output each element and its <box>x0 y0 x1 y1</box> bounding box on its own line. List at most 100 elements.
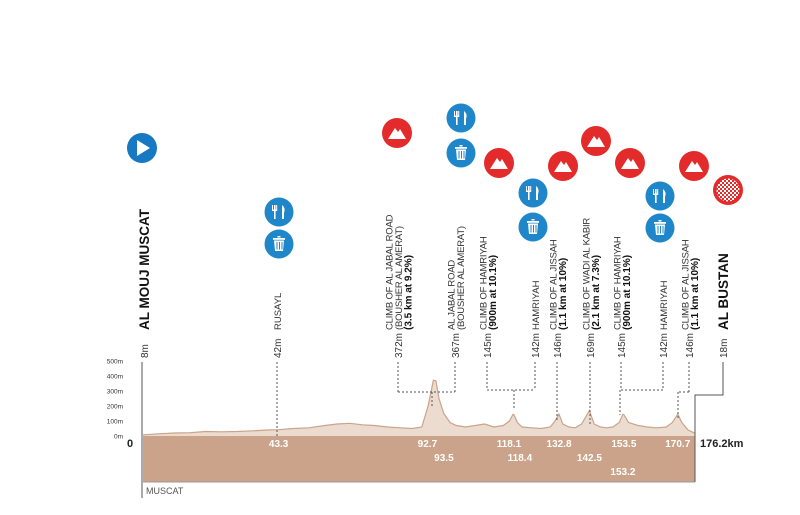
bin-stripe <box>458 151 460 159</box>
waypoint-name: CLIMB OF AL JISSAH <box>548 239 559 330</box>
climb-icon-mountain <box>388 128 406 139</box>
waypoint-altitude: 367m <box>451 333 462 358</box>
waypoint-name: AL MOUJ MUSCAT <box>137 208 152 330</box>
terrain-base <box>143 436 695 482</box>
climb-icon <box>484 148 514 178</box>
waypoint-altitude: 145m <box>483 333 494 358</box>
bin-stripe <box>535 225 537 233</box>
distance-marker: 142.5 <box>577 453 602 464</box>
waypoint-altitude: 146m <box>685 333 696 358</box>
altitude-tick-label: 400m <box>107 374 123 381</box>
bin-stripe <box>276 242 278 250</box>
finish-icon-checker <box>716 178 740 202</box>
distance-zero: 0 <box>127 438 133 450</box>
waypoint-detail: (1.1 km at 10%) <box>690 258 701 330</box>
waypoint-altitude: 142m <box>531 333 542 358</box>
feed-icon <box>446 103 476 133</box>
waypoint-label-rusayl: 42m RUSAYL <box>273 293 284 358</box>
fork-bridge <box>526 190 532 192</box>
feed-icon-circle <box>264 197 294 227</box>
bin-stripe <box>461 151 462 159</box>
fork-tine <box>276 205 278 210</box>
fork-tine <box>458 111 460 116</box>
climb-icon <box>615 148 645 178</box>
bin-stripe <box>533 225 534 233</box>
feed-icon <box>518 178 548 208</box>
climb-icon-mountain <box>685 161 703 172</box>
elevation-line <box>142 379 696 436</box>
climb-icon-mountain <box>490 158 508 169</box>
waypoint-name: (BOUSHER AL AMERAT) <box>394 226 405 330</box>
waypoint-altitude: 372m <box>394 333 405 358</box>
altitude-tick-label: 300m <box>107 389 123 396</box>
altitude-tick-label: 500m <box>107 359 123 366</box>
bin-handle <box>277 236 281 238</box>
total-distance: 176.2km <box>700 438 744 450</box>
fork-handle <box>456 111 458 125</box>
waypoint-name: CLIMB OF AL JABAL ROAD <box>385 214 396 330</box>
fork-handle <box>528 186 530 200</box>
bin-stripe <box>281 242 283 250</box>
waypoint-label-climb1: 372m CLIMB OF AL JABAL ROAD(BOUSHER AL AM… <box>385 214 415 358</box>
bin-handle <box>531 219 535 221</box>
altitude-tick-label: 100m <box>107 419 123 426</box>
distance-marker: 153.5 <box>611 439 636 450</box>
bin-stripe <box>279 242 280 250</box>
fork-tine <box>653 189 654 194</box>
waypoint-label-climb6: 146m CLIMB OF AL JISSAH(1.1 km at 10%) <box>680 239 701 358</box>
fork-tine <box>530 186 532 191</box>
waypoint-detail: (900m at 10.1%) <box>622 255 633 330</box>
fork-tine <box>526 186 527 191</box>
climb-icon <box>581 126 611 156</box>
waypoint-altitude: 146m <box>553 333 564 358</box>
bin-lid <box>273 238 285 240</box>
waypoint-altitude: 8m <box>140 344 151 358</box>
bin-lid <box>455 147 467 149</box>
distance-marker: 43.3 <box>269 439 289 450</box>
waypoint-altitude: 145m <box>617 333 628 358</box>
waste-icon <box>264 229 294 259</box>
bin-stripe <box>657 226 659 234</box>
waypoint-altitude: 169m <box>586 333 597 358</box>
climb-icon <box>679 151 709 181</box>
feed-icon <box>645 181 675 211</box>
waypoint-altitude: 142m <box>659 333 670 358</box>
waste-icon <box>645 213 675 243</box>
bin-handle <box>459 145 463 147</box>
waypoint-detail: (3.5 km at 9.2%) <box>404 255 415 330</box>
feed-icon-circle <box>446 103 476 133</box>
waypoint-altitude: 42m <box>273 339 284 358</box>
fork-tine <box>657 189 659 194</box>
waypoint-name: RUSAYL <box>273 293 284 330</box>
feed-icon-circle <box>518 178 548 208</box>
elevation-area <box>143 380 695 436</box>
distance-marker: 93.5 <box>434 453 454 464</box>
bin-stripe <box>463 151 465 159</box>
fork-bridge <box>653 193 659 195</box>
distance-marker: 118.1 <box>497 439 522 450</box>
bin-stripe <box>530 225 532 233</box>
fork-tine <box>454 111 455 116</box>
distance-marker: 132.8 <box>547 439 572 450</box>
climb-icon-mountain <box>621 158 639 169</box>
bin-lid <box>527 221 539 223</box>
finish-line <box>694 362 724 482</box>
feed-icon <box>264 197 294 227</box>
waypoint-detail: (1.1 km at 10%) <box>558 258 569 330</box>
knife-shape <box>464 111 467 125</box>
bin-handle <box>658 220 662 222</box>
fork-handle <box>274 205 276 219</box>
distance-marker: 118.4 <box>508 453 533 464</box>
start-icon-arrow <box>137 140 150 156</box>
waypoint-name: (BOUSHER AL AMERAT) <box>456 226 467 330</box>
climb-icon-mountain <box>554 161 572 172</box>
waypoint-name: HAMRIYAH <box>531 280 542 330</box>
waypoint-name: CLIMB OF AL JISSAH <box>680 239 691 330</box>
knife-shape <box>536 186 539 200</box>
waypoint-label-climb3: 146m CLIMB OF AL JISSAH(1.1 km at 10%) <box>548 239 569 358</box>
fork-bridge <box>454 115 460 117</box>
waypoint-detail: (900m at 10.1%) <box>488 255 499 330</box>
fork-tine <box>272 205 273 210</box>
